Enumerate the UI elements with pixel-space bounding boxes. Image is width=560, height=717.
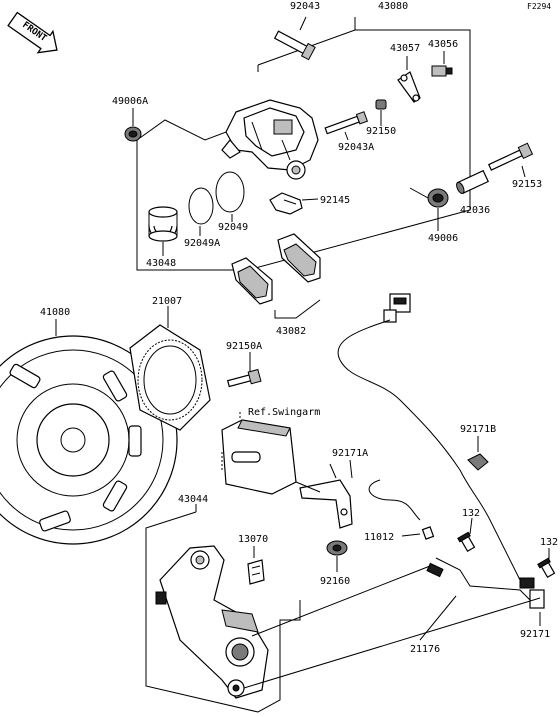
plug-92150: [375, 99, 387, 110]
bolt-132-a: [457, 531, 476, 553]
bolt-92153: [487, 142, 534, 171]
pin-43057: [397, 71, 421, 103]
label-92150: 92150: [366, 126, 396, 137]
bleeder-43056: [431, 65, 453, 77]
label-13070: 13070: [238, 534, 268, 545]
grommet-11012: [421, 526, 435, 540]
label-92150A: 92150A: [226, 341, 262, 352]
caliper-body: [221, 99, 319, 180]
label-43044: 43044: [178, 494, 208, 505]
label-21007: 21007: [152, 296, 182, 307]
label-43057: 43057: [390, 43, 420, 54]
caliper-bracket-43044: [155, 545, 269, 699]
front-arrow-icon: [7, 11, 58, 54]
sensor-rotor-21007: [129, 324, 211, 431]
label-92171B: 92171B: [460, 424, 496, 435]
collar-92160: [326, 540, 348, 556]
seal-92049A: [188, 187, 214, 225]
seal-92049: [215, 171, 245, 213]
piston-43048: [148, 206, 178, 242]
bracket-assembly-outline: [145, 511, 301, 713]
clip-92171B: [467, 453, 489, 471]
label-92043: 92043: [290, 1, 320, 12]
swingarm-block: [221, 419, 297, 495]
sleeve-42036: [456, 169, 490, 195]
label-92043A: 92043A: [338, 142, 374, 153]
spring-92145: [269, 192, 303, 215]
label-43048: 43048: [146, 258, 176, 269]
label-41080: 41080: [40, 307, 70, 318]
brake-pad-left: [231, 257, 273, 305]
label-11012: 11012: [364, 532, 394, 543]
caliper-assembly-outline: [136, 29, 471, 271]
label-92160: 92160: [320, 576, 350, 587]
label-92171: 92171: [520, 629, 550, 640]
guide-13070: [247, 559, 265, 585]
bolt-92043: [273, 30, 316, 61]
label-49006: 49006: [428, 233, 458, 244]
label-43080: 43080: [378, 1, 408, 12]
boot-49006: [427, 188, 449, 208]
label-92145: 92145: [320, 195, 350, 206]
label-92049A: 92049A: [184, 238, 220, 249]
bolt-132-b: [537, 557, 556, 579]
label-132-a: 132: [462, 508, 480, 519]
brake-disc-41080: [0, 335, 178, 545]
ref-swingarm-label: Ref.Swingarm: [248, 407, 320, 418]
label-92171A: 92171A: [332, 448, 368, 459]
label-43082: 43082: [276, 326, 306, 337]
bolt-92043A: [324, 111, 369, 135]
bolt-92150A: [226, 368, 262, 388]
boot-49006A: [124, 126, 142, 142]
brake-pad-right: [277, 233, 321, 283]
label-21176: 21176: [410, 644, 440, 655]
label-42036: 42036: [460, 205, 490, 216]
label-49006A: 49006A: [112, 96, 148, 107]
label-92049: 92049: [218, 222, 248, 233]
abs-sensor-harness: [337, 293, 545, 609]
label-43056: 43056: [428, 39, 458, 50]
figure-code: F2294: [527, 2, 551, 11]
label-132-b: 132: [540, 537, 558, 548]
sensor-bracket: [295, 479, 353, 529]
label-92153: 92153: [512, 179, 542, 190]
